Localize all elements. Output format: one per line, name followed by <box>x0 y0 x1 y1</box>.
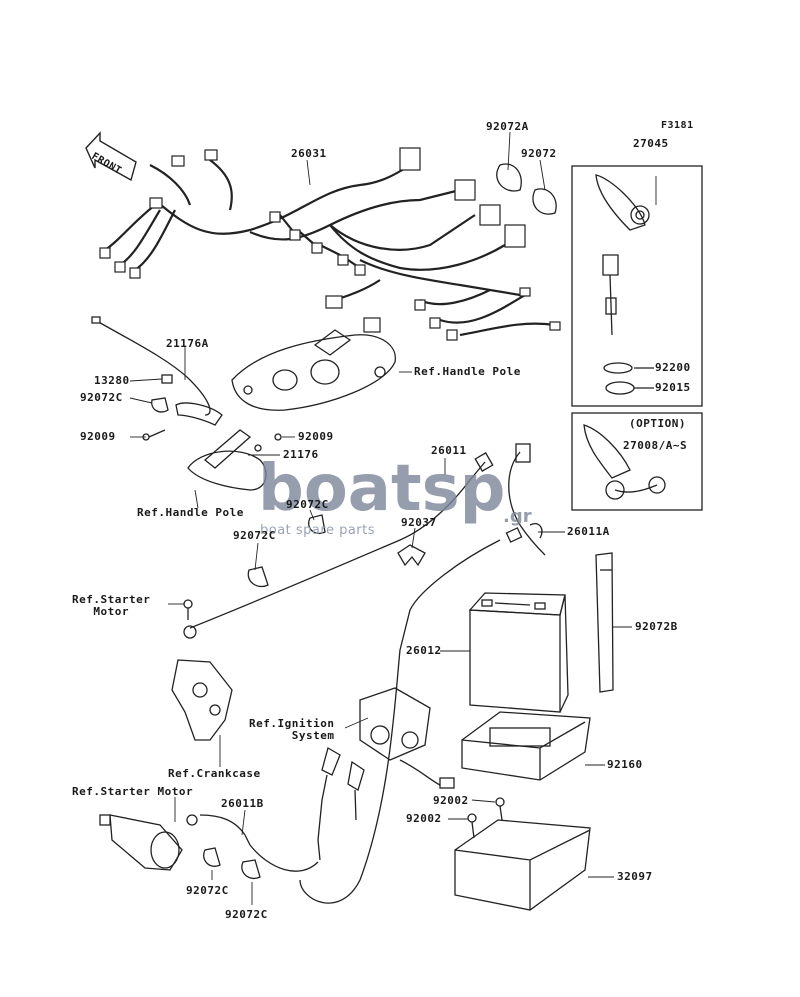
label-92015: 92015 <box>655 381 691 394</box>
label-27045: 27045 <box>633 137 669 150</box>
front-arrow-icon <box>85 131 137 182</box>
label-27008: 27008/A~S <box>623 439 688 452</box>
label-26031: 26031 <box>291 147 327 160</box>
clamp-92072 <box>532 188 557 215</box>
label-92002-a: 92002 <box>433 794 469 807</box>
battery-case-32097 <box>454 797 591 911</box>
clamp-92072a <box>496 163 522 192</box>
label-13280: 13280 <box>94 374 130 387</box>
label-92072c-b: 92072C <box>286 498 329 511</box>
label-92072c-c: 92072C <box>233 529 276 542</box>
label-ref-starter-motor-bottom: Ref.Starter Motor <box>72 785 194 798</box>
label-92037: 92037 <box>401 516 437 529</box>
key-switch-assembly <box>595 174 650 395</box>
figure-code: F3181 <box>661 120 694 131</box>
label-92072c-e: 92072C <box>225 908 268 921</box>
label-21176: 21176 <box>283 448 319 461</box>
label-26011a: 26011A <box>567 525 610 538</box>
label-ref-handle-pole-bottom: Ref.Handle Pole <box>137 506 244 519</box>
label-ref-handle-pole-top: Ref.Handle Pole <box>414 365 521 378</box>
label-92009-b: 92009 <box>298 430 334 443</box>
label-26012: 26012 <box>406 644 442 657</box>
harness-connectors <box>99 147 561 341</box>
option-box <box>571 412 703 511</box>
label-92072c-a: 92072C <box>80 391 123 404</box>
label-32097: 32097 <box>617 870 653 883</box>
label-21176a: 21176A <box>166 337 209 350</box>
label-92072: 92072 <box>521 147 557 160</box>
label-ref-starter-motor-top: Ref.Starter Motor <box>72 593 151 618</box>
label-92072a: 92072A <box>486 120 529 133</box>
label-92200: 92200 <box>655 361 691 374</box>
label-ref-crankcase: Ref.Crankcase <box>168 767 261 780</box>
starter-motor <box>99 814 198 871</box>
handle-pole-housing <box>231 329 396 411</box>
battery-tray-92160 <box>461 711 591 781</box>
label-26011: 26011 <box>431 444 467 457</box>
cable-26011b <box>199 814 319 872</box>
clamp-92037 <box>397 544 426 567</box>
crankcase-bracket <box>171 659 233 741</box>
strap-92072b <box>595 552 614 693</box>
sensor-cable-21176a <box>94 319 211 416</box>
leader-lines <box>129 131 657 905</box>
label-92072b: 92072B <box>635 620 678 633</box>
battery-26012 <box>468 592 569 713</box>
option-key-assembly <box>583 424 666 500</box>
key-switch-box <box>571 165 703 407</box>
label-92160: 92160 <box>607 758 643 771</box>
label-92072c-d: 92072C <box>186 884 229 897</box>
watermark-tagline: boat spare parts <box>260 523 376 538</box>
label-26011b: 26011B <box>221 797 264 810</box>
main-harness <box>104 159 556 337</box>
label-92009-a: 92009 <box>80 430 116 443</box>
ignition-coil <box>317 687 455 861</box>
label-ref-ignition-system: Ref.Ignition System <box>249 717 335 742</box>
handle-pole-plate <box>187 429 282 491</box>
battery-cables <box>183 443 546 904</box>
label-92002-b: 92002 <box>406 812 442 825</box>
label-option: (OPTION) <box>629 417 686 430</box>
